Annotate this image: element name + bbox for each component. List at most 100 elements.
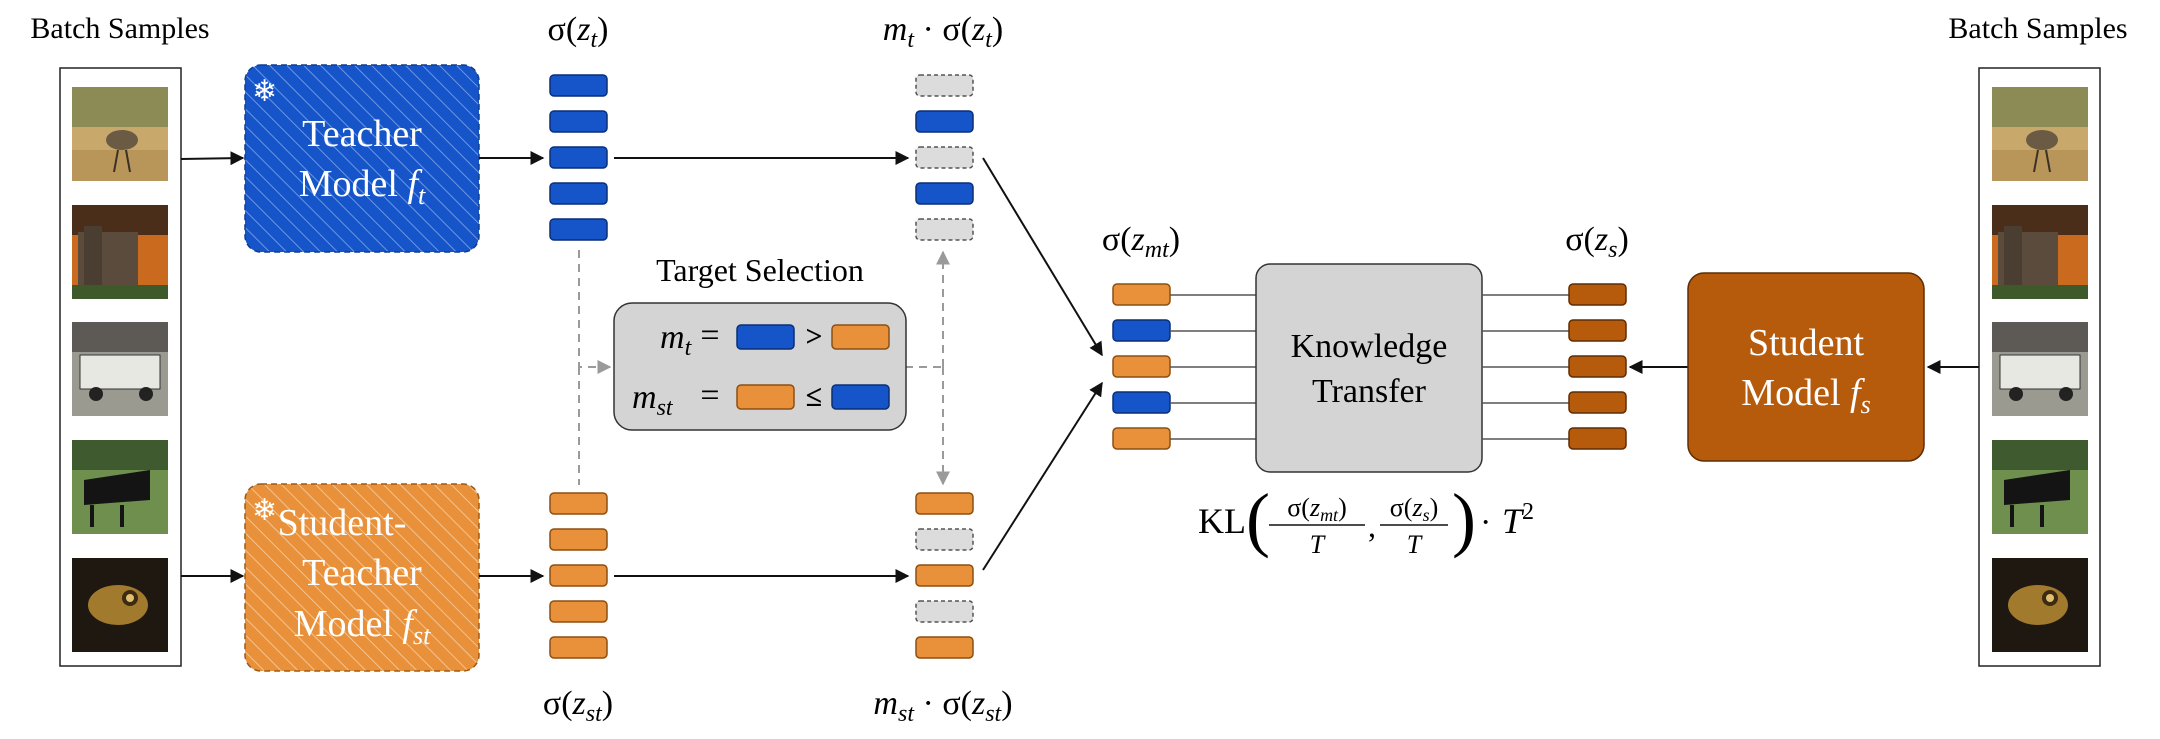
loss-comma: , bbox=[1368, 508, 1376, 544]
label-sigma-zmt-sub: mt bbox=[1145, 237, 1170, 263]
logit-cell bbox=[549, 564, 608, 587]
tree-frog-photo bbox=[1992, 558, 2088, 652]
grassland-bird-photo bbox=[1992, 87, 2088, 181]
label-mt-msub: t bbox=[907, 27, 915, 53]
label-mst-var: z bbox=[971, 685, 985, 722]
batch-samples-title-left: Batch Samples bbox=[30, 12, 209, 45]
svg-text:Model fst: Model fst bbox=[294, 603, 431, 650]
loss-num2-sub: s bbox=[1423, 505, 1430, 525]
masked-slot bbox=[915, 600, 974, 623]
loss-num2: σ(zs) bbox=[1390, 493, 1439, 525]
target-row1-op: > bbox=[805, 320, 822, 353]
label-mst-sigma-zst: mst · σ(zst) bbox=[873, 685, 1012, 727]
logit-cell bbox=[549, 146, 608, 169]
label-sigma-zt-pre: σ( bbox=[548, 11, 578, 48]
label-sigma-zmt: σ(zmt) bbox=[1102, 221, 1180, 263]
kt-line1: Knowledge bbox=[1291, 328, 1448, 365]
logit-cell bbox=[549, 492, 608, 515]
logit-cell bbox=[1568, 391, 1627, 414]
teacher-sub: t bbox=[418, 181, 426, 210]
stone-castle-photo bbox=[72, 205, 168, 299]
target-row1-orange-chip bbox=[831, 324, 890, 350]
label-mt-sigma-zt: mt · σ(zt) bbox=[883, 11, 1003, 53]
label-mt-mid: · σ( bbox=[914, 11, 972, 48]
masked-slot bbox=[915, 146, 974, 169]
label-sigma-zs: σ(zs) bbox=[1565, 221, 1629, 263]
loss-num2-var: z bbox=[1411, 493, 1422, 522]
student-model-box: Student Model fs bbox=[1687, 272, 1925, 462]
masked-slot bbox=[915, 74, 974, 97]
loss-den2: T bbox=[1407, 530, 1423, 559]
label-sigma-zmt-pre: σ( bbox=[1102, 221, 1132, 258]
loss-num2-post: ) bbox=[1430, 493, 1439, 522]
svg-text:Model fs: Model fs bbox=[1741, 372, 1870, 419]
logit-cell bbox=[1112, 283, 1171, 306]
loss-tsq: T2 bbox=[1502, 499, 1534, 541]
logit-cell bbox=[1112, 319, 1171, 342]
label-sigma-zs-post: ) bbox=[1617, 221, 1628, 258]
loss-open-paren: ( bbox=[1246, 479, 1270, 559]
student-teacher-line1: Student- bbox=[278, 502, 407, 544]
target-row2-sub: st bbox=[657, 395, 674, 421]
grassland-bird-photo bbox=[72, 87, 168, 181]
label-sigma-zs-sub: s bbox=[1608, 237, 1617, 263]
label-sigma-zst-var: z bbox=[572, 685, 586, 722]
label-mt-sub: t bbox=[985, 27, 993, 53]
dashed-connector-left bbox=[578, 250, 612, 374]
label-mt-post: ) bbox=[992, 11, 1003, 48]
snowflake-icon: ❄ bbox=[252, 494, 277, 527]
logit-cell bbox=[1568, 355, 1627, 378]
label-sigma-zst: σ(zst) bbox=[543, 685, 613, 727]
label-sigma-zst-pre: σ( bbox=[543, 685, 573, 722]
arrow-batch-to-teacher bbox=[180, 151, 245, 166]
label-mst-msub: st bbox=[898, 701, 915, 727]
loss-num1-post: ) bbox=[1338, 493, 1347, 522]
batch-images-right bbox=[1992, 87, 2088, 652]
logit-cell bbox=[1568, 319, 1627, 342]
logit-cell bbox=[1112, 355, 1171, 378]
masked-teacher-column bbox=[915, 74, 974, 241]
label-sigma-zst-sub: st bbox=[586, 701, 603, 727]
loss-kl: KL bbox=[1198, 501, 1246, 541]
label-mst-mid: · σ( bbox=[914, 685, 972, 722]
school-bus-photo bbox=[72, 322, 168, 416]
logit-cell bbox=[1568, 283, 1627, 306]
label-sigma-zmt-post: ) bbox=[1169, 221, 1180, 258]
school-bus-photo bbox=[1992, 322, 2088, 416]
loss-num1-var: z bbox=[1309, 493, 1320, 522]
batch-samples-title-right: Batch Samples bbox=[1948, 12, 2127, 45]
loss-dot: · bbox=[1480, 504, 1491, 541]
target-row1-eq: = bbox=[700, 317, 719, 354]
logit-cell bbox=[915, 110, 974, 133]
logit-cell bbox=[549, 110, 608, 133]
target-row1-sub: t bbox=[685, 335, 693, 361]
label-mt-m: m bbox=[883, 11, 908, 48]
masked-slot bbox=[915, 528, 974, 551]
batch-images-left bbox=[72, 87, 168, 652]
label-mst-sub: st bbox=[985, 701, 1002, 727]
stone-castle-photo bbox=[1992, 205, 2088, 299]
logit-cell bbox=[915, 492, 974, 515]
teacher-line2: Model bbox=[299, 163, 408, 205]
target-row1-var: mt bbox=[660, 319, 693, 361]
grand-piano-photo bbox=[1992, 440, 2088, 534]
student-teacher-line2: Teacher bbox=[302, 552, 422, 594]
logit-cell bbox=[549, 182, 608, 205]
teacher-model-box: ❄ Teacher Model ft bbox=[244, 64, 480, 253]
kl-loss-formula: KL ( σ(zmt) T , σ(zs) T ) · T2 bbox=[1198, 479, 1534, 559]
teacher-line1: Teacher bbox=[302, 113, 422, 155]
merged-target-column bbox=[1112, 283, 1171, 450]
label-sigma-zs-pre: σ( bbox=[1565, 221, 1595, 258]
teacher-logits-column bbox=[549, 74, 608, 241]
tree-frog-photo bbox=[72, 558, 168, 652]
kt-line2: Transfer bbox=[1312, 373, 1427, 410]
logit-cell bbox=[549, 218, 608, 241]
student-line1: Student bbox=[1748, 322, 1865, 364]
student-teacher-logits-column bbox=[549, 492, 608, 659]
merged-to-kt-lines bbox=[1170, 294, 1256, 440]
logit-cell bbox=[1112, 427, 1171, 450]
grand-piano-photo bbox=[72, 440, 168, 534]
target-row1-m: m bbox=[660, 319, 685, 356]
arrow-masked-teacher-to-merged bbox=[982, 157, 1103, 357]
